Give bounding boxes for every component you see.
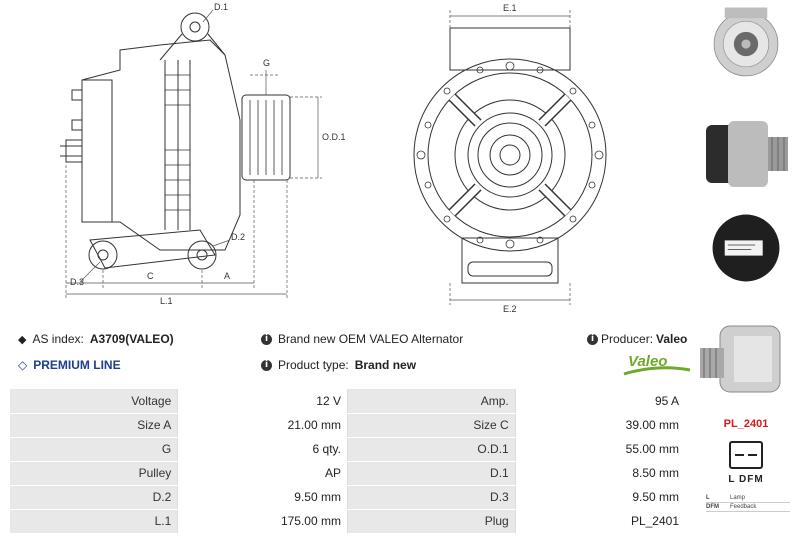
spec-value: PL_2401 — [514, 509, 685, 534]
spec-label: D.2 — [10, 485, 178, 510]
producer-value: Valeo — [656, 332, 688, 346]
plug-code: PL_2401 — [723, 418, 769, 430]
label-od1: O.D.1 — [322, 132, 346, 142]
technical-drawing: D.1 G O.D.1 D.2 D.3 C A L.1 — [60, 2, 607, 314]
specs-table: Voltage 12 V Amp. 95 A Size A 21.00 mm S… — [10, 389, 685, 534]
plug-connector-icon — [729, 441, 763, 469]
spec-value: 175.00 mm — [177, 509, 348, 534]
label-e2: E.2 — [503, 304, 517, 314]
product-photo-angle[interactable] — [698, 322, 794, 398]
label-c: C — [147, 271, 154, 281]
info-icon: i — [261, 333, 272, 345]
spec-label: Plug — [346, 509, 516, 534]
spec-value: 12 V — [177, 389, 348, 414]
product-type: i Product type: Brand new — [261, 358, 416, 372]
table-row: D.2 9.50 mm D.3 9.50 mm — [10, 485, 685, 510]
spec-value: 95 A — [514, 389, 685, 414]
description-text: Brand new OEM VALEO Alternator — [278, 332, 464, 346]
product-photo-side[interactable] — [698, 115, 794, 191]
label-d1: D.1 — [214, 2, 228, 12]
product-photo-rear[interactable] — [698, 210, 794, 286]
label-d2: D.2 — [231, 232, 245, 242]
product-photo-front[interactable] — [698, 6, 794, 82]
info-icon: i — [587, 333, 598, 345]
plug-pins: L DFM — [728, 474, 764, 485]
spec-label: Size A — [10, 413, 178, 438]
spec-value: 39.00 mm — [514, 413, 685, 438]
producer: i Producer: Valeo — [587, 332, 687, 346]
spec-value: 21.00 mm — [177, 413, 348, 438]
valeo-logo: Valeo — [623, 353, 691, 376]
label-a: A — [224, 271, 230, 281]
front-dimensions — [449, 10, 571, 305]
spec-value: 55.00 mm — [514, 437, 685, 462]
spec-label: Amp. — [346, 389, 516, 414]
spec-label: D.3 — [346, 485, 516, 510]
spec-value: AP — [177, 461, 348, 486]
svg-text:Valeo: Valeo — [628, 353, 667, 370]
product-type-value: Brand new — [354, 358, 417, 372]
spec-value: 9.50 mm — [514, 485, 685, 510]
label-g: G — [263, 58, 270, 68]
spec-label: G — [10, 437, 178, 462]
table-row: Voltage 12 V Amp. 95 A — [10, 389, 685, 414]
description: i Brand new OEM VALEO Alternator — [261, 332, 463, 346]
as-index-label: AS index: — [32, 332, 84, 346]
spec-label: L.1 — [10, 509, 178, 534]
spec-label: O.D.1 — [346, 437, 516, 462]
diamond-icon: ◇ — [18, 358, 28, 372]
info-icon: i — [261, 359, 272, 371]
label-l1: L.1 — [160, 296, 173, 306]
table-row: Size A 21.00 mm Size C 39.00 mm — [10, 413, 685, 438]
side-dimensions — [65, 9, 322, 300]
premium-line: ◇ PREMIUM LINE — [18, 358, 121, 372]
front-view — [413, 27, 607, 284]
spec-value: 6 qty. — [177, 437, 348, 462]
label-e1: E.1 — [503, 3, 517, 13]
table-row: Pulley AP D.1 8.50 mm — [10, 461, 685, 486]
table-row: L.1 175.00 mm Plug PL_2401 — [10, 509, 685, 534]
spec-label: Pulley — [10, 461, 178, 486]
label-d3: D.3 — [70, 277, 84, 287]
spec-value: 8.50 mm — [514, 461, 685, 486]
premium-line-label: PREMIUM LINE — [33, 358, 121, 372]
side-view — [60, 12, 291, 270]
tag-icon: ◆ — [18, 333, 27, 346]
spec-value: 9.50 mm — [177, 485, 348, 510]
spec-label: Voltage — [10, 389, 178, 414]
spec-label: D.1 — [346, 461, 516, 486]
table-row: G 6 qty. O.D.1 55.00 mm — [10, 437, 685, 462]
spec-label: Size C — [346, 413, 516, 438]
product-type-label: Product type: — [278, 358, 349, 372]
as-index-value: A3709(VALEO) — [89, 332, 174, 346]
as-index: ◆ AS index: A3709(VALEO) — [18, 332, 174, 346]
producer-label: Producer: — [601, 332, 654, 346]
